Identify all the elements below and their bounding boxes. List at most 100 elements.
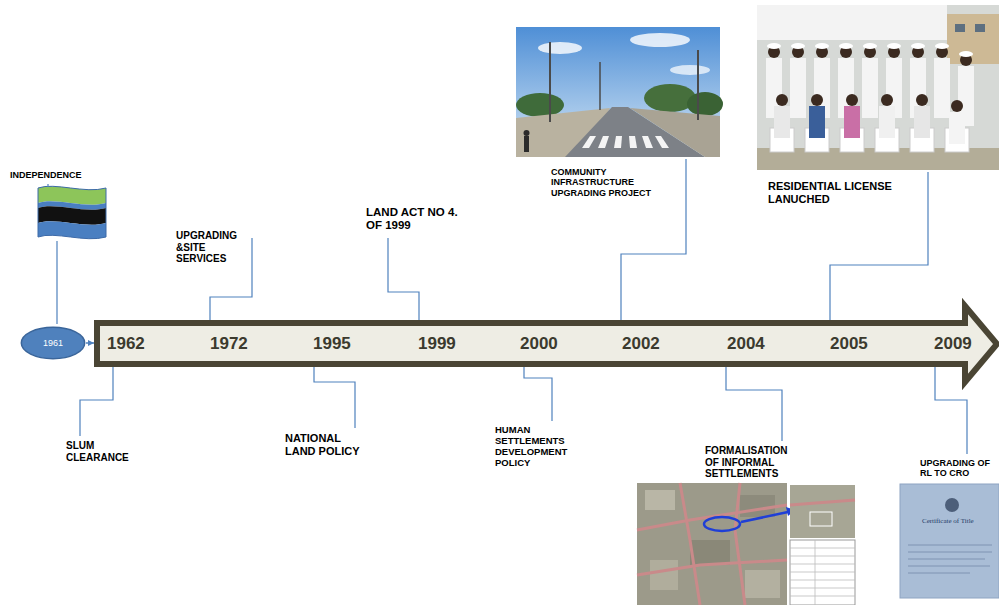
flag-icon [38,186,106,238]
tree [516,93,564,117]
event-label: NATIONAL LAND POLICY [285,432,365,457]
person-cap [887,43,901,49]
highlight-ring [704,517,740,531]
person-cap [815,43,829,49]
event-label: HUMAN SETTLEMENTS DEVELOPMENT POLICY [495,425,575,469]
pedestrian [524,136,529,152]
person-cap [791,43,805,49]
person-cap [767,43,781,49]
sidewalk [630,108,720,157]
person-body [774,106,790,138]
table-grid [790,540,855,605]
person-body [862,58,878,118]
person-body [949,112,965,144]
person-head [881,94,893,106]
leader-line [726,366,782,441]
crosswalk-stripe [598,136,609,148]
document-line [908,545,992,546]
person-body [809,106,825,138]
timeline-arrow: 196219721995199920002002200420052009 [94,303,999,385]
emblem [945,498,959,512]
flag-outline [38,186,106,238]
tree [687,92,723,116]
year-label: 2002 [622,334,660,354]
roofs [690,540,730,565]
table-line [790,572,855,573]
event-label: FORMALISATION OF INFORMAL SETTLEMENTS [705,445,800,480]
person-head [776,94,788,106]
cloud [538,42,582,54]
event-label: LAND ACT NO 4. OF 1999 [366,206,466,232]
person-body [790,58,806,118]
roofs [745,570,780,598]
person-body [879,106,895,138]
zoom-panel [790,485,855,538]
zoom-parcel [810,512,832,526]
leader-line [56,241,57,324]
table-line [790,596,855,597]
year-label: 2000 [520,334,558,354]
crosswalk-stripe [655,136,669,148]
person-cap [935,43,949,49]
table-line [790,588,855,589]
roofs [645,490,675,510]
person-cap [863,43,877,49]
leader-line [80,366,113,436]
person-head [811,94,823,106]
event-label: COMMUNITY INFRASTRUCTURE UPGRADING PROJE… [551,167,657,198]
arrow-outline [97,306,997,382]
person-head [951,100,963,112]
event-label: SLUM CLEARANCE [66,440,136,463]
event-label: UPGRADING OF RL TO CRO [920,458,990,479]
aerial-map [637,483,855,605]
pole [549,42,551,122]
person-body [914,106,930,138]
street-photo [516,27,723,157]
person-body [934,58,950,118]
map-road [637,505,787,530]
map-ground [637,483,787,605]
crosswalk-stripe [629,136,637,148]
photo-ground [757,5,999,170]
roofs [740,495,775,517]
person-cap [839,43,853,49]
table-line [790,580,855,581]
year-label: 2004 [727,334,765,354]
year-label: 1962 [107,334,145,354]
map-road [735,483,745,605]
leader-line [388,238,419,321]
crosswalk-stripe [582,136,596,148]
leader-line [210,238,252,321]
data-table [790,540,855,605]
leader-lines [48,159,967,454]
year-label: 1999 [418,334,456,354]
window [955,24,965,32]
leader-line [47,184,48,187]
photo-sky [516,27,720,157]
leader-line [314,366,355,428]
leader-line [830,172,928,321]
table-line [790,564,855,565]
event-label: INDEPENDENCE [10,170,100,180]
year-label: 2009 [934,334,972,354]
table-line [815,540,816,605]
crosswalk-stripe [614,136,622,148]
table-line [790,556,855,557]
map-roads [637,483,787,605]
flag-band [38,221,106,238]
pole [697,50,699,120]
cloud [630,33,690,47]
connector-arrow [86,342,94,344]
person-cap [911,43,925,49]
zoom-road [790,500,855,505]
certificate-document [900,484,999,598]
year-label: 1961 [43,338,63,348]
ellipse-outline [21,327,84,358]
document-page [900,484,999,598]
document-line [908,559,985,560]
event-label: UPGRADING &SITE SERVICES [176,230,256,265]
table-line [790,548,855,549]
